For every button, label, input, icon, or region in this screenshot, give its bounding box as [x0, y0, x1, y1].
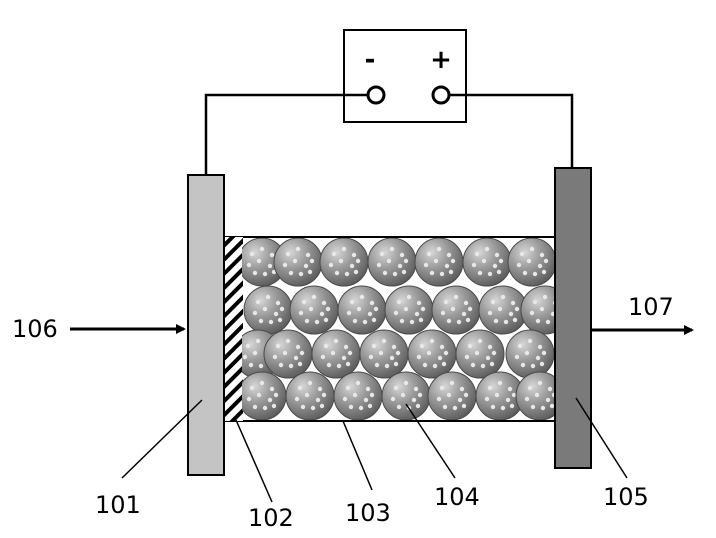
porous-particle: [367, 238, 417, 287]
leader-line-102: [235, 419, 273, 503]
label-particles: 104: [434, 483, 480, 511]
porous-particle: [242, 371, 287, 420]
negative-terminal: [366, 85, 386, 105]
power-supply-box: [343, 29, 467, 123]
porous-particle: [319, 238, 369, 287]
porous-particle: [311, 329, 361, 379]
porous-particle: [462, 238, 512, 287]
porous-particle: [285, 371, 335, 420]
porous-particle: [414, 238, 464, 287]
porous-particle: [243, 285, 293, 335]
porous-particle: [507, 238, 554, 287]
separator-layer: [225, 237, 243, 421]
porous-particle: [478, 285, 528, 335]
porous-particle: [263, 329, 313, 379]
label-inlet: 106: [12, 315, 58, 343]
porous-particle: [273, 238, 323, 287]
negative-terminal-sign: -: [365, 45, 376, 75]
porous-particle: [515, 371, 554, 420]
porous-particle: [289, 285, 339, 335]
porous-particle: [431, 285, 481, 335]
positive-terminal: [431, 85, 451, 105]
power-supply: - +: [343, 29, 467, 123]
porous-particle: [384, 285, 434, 335]
leader-line-104: [405, 403, 456, 479]
positive-terminal-sign: +: [430, 45, 452, 75]
porous-particle: [242, 238, 287, 287]
negative-wire: [204, 93, 368, 175]
porous-particle: [333, 371, 383, 420]
second-electrode: [554, 167, 592, 469]
label-outlet: 107: [628, 293, 674, 321]
porous-particle: [455, 329, 505, 379]
porous-particle: [359, 329, 409, 379]
porous-particle: [407, 329, 457, 379]
porous-particle: [520, 285, 554, 335]
label-separator: 102: [248, 504, 294, 532]
porous-particle: [337, 285, 387, 335]
label-second-electrode: 105: [603, 483, 649, 511]
porous-particle: [505, 329, 554, 379]
positive-wire: [449, 93, 574, 168]
porous-particle: [427, 371, 477, 420]
leader-line-103: [342, 420, 373, 491]
porous-particle: [381, 371, 431, 420]
first-electrode: [187, 174, 225, 476]
leader-line-105: [575, 397, 628, 479]
label-container: 103: [345, 499, 391, 527]
label-first-electrode: 101: [95, 491, 141, 519]
particle-bed: [242, 238, 554, 420]
leader-line-101: [121, 399, 203, 479]
